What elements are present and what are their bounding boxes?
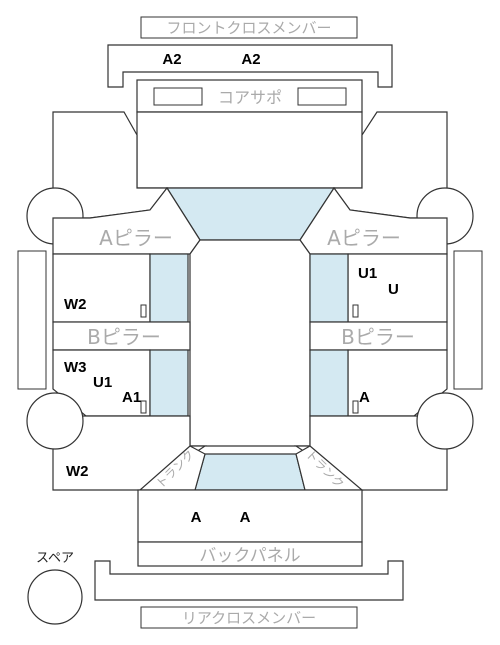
right-rear-door-a-code: A bbox=[359, 389, 370, 406]
front-a2-left-code: A2 bbox=[162, 51, 181, 68]
right-front-door[interactable] bbox=[347, 253, 448, 323]
left-b-pillar-label: Bピラー bbox=[87, 325, 161, 349]
rear-cross-member-box bbox=[140, 606, 358, 629]
left-rear-door-handle[interactable] bbox=[140, 400, 147, 414]
left-b-pillar[interactable] bbox=[52, 321, 191, 351]
front-cross-member-box bbox=[140, 16, 358, 39]
right-a-pillar-label: Aピラー bbox=[327, 226, 401, 250]
trunk-a-left-code: A bbox=[191, 509, 202, 526]
spare-label: スペア bbox=[36, 550, 74, 565]
left-rear-door-a1-code: A1 bbox=[122, 389, 141, 406]
right-front-door-u1-code: U1 bbox=[358, 265, 377, 282]
left-a-pillar-label: Aピラー bbox=[99, 226, 173, 250]
front-bumper-panel[interactable] bbox=[107, 44, 393, 88]
rear-cross-member-label: リアクロスメンバー bbox=[182, 609, 316, 627]
left-front-door-glass[interactable] bbox=[149, 253, 189, 323]
left-front-door[interactable] bbox=[52, 253, 151, 323]
left-rear-door-glass[interactable] bbox=[149, 349, 189, 417]
left-rear-door-u1-code: U1 bbox=[93, 374, 112, 391]
left-front-door-handle[interactable] bbox=[140, 304, 147, 318]
back-panel[interactable] bbox=[137, 541, 363, 567]
spare-tire[interactable] bbox=[27, 569, 83, 625]
right-b-pillar-label: Bピラー bbox=[341, 325, 415, 349]
right-rear-door-glass[interactable] bbox=[309, 349, 349, 417]
left-rear-fender-w2-code: W2 bbox=[66, 463, 89, 480]
front-cross-member-label: フロントクロスメンバー bbox=[166, 19, 331, 37]
back-panel-label: バックパネル bbox=[199, 546, 300, 566]
right-front-door-handle[interactable] bbox=[352, 304, 359, 318]
hood-panel[interactable] bbox=[136, 111, 363, 189]
rear-right-wheel[interactable] bbox=[416, 392, 474, 450]
right-front-door-u-code: U bbox=[388, 281, 399, 298]
front-a2-right-code: A2 bbox=[241, 51, 260, 68]
left-front-door-w2-code: W2 bbox=[64, 296, 87, 313]
right-front-door-glass[interactable] bbox=[309, 253, 349, 323]
rear-left-wheel[interactable] bbox=[26, 392, 84, 450]
rear-bumper-panel[interactable] bbox=[94, 560, 404, 601]
right-headlight[interactable] bbox=[297, 87, 347, 106]
roof-panel[interactable] bbox=[189, 239, 311, 447]
left-headlight[interactable] bbox=[153, 87, 203, 106]
right-side-step[interactable] bbox=[453, 250, 483, 390]
rear-window[interactable] bbox=[194, 453, 306, 491]
left-side-step[interactable] bbox=[17, 250, 47, 390]
core-support-label: コアサポ bbox=[218, 88, 282, 107]
right-rear-door-handle[interactable] bbox=[352, 400, 359, 414]
left-rear-door-w3-code: W3 bbox=[64, 359, 87, 376]
trunk-a-right-code: A bbox=[240, 509, 251, 526]
